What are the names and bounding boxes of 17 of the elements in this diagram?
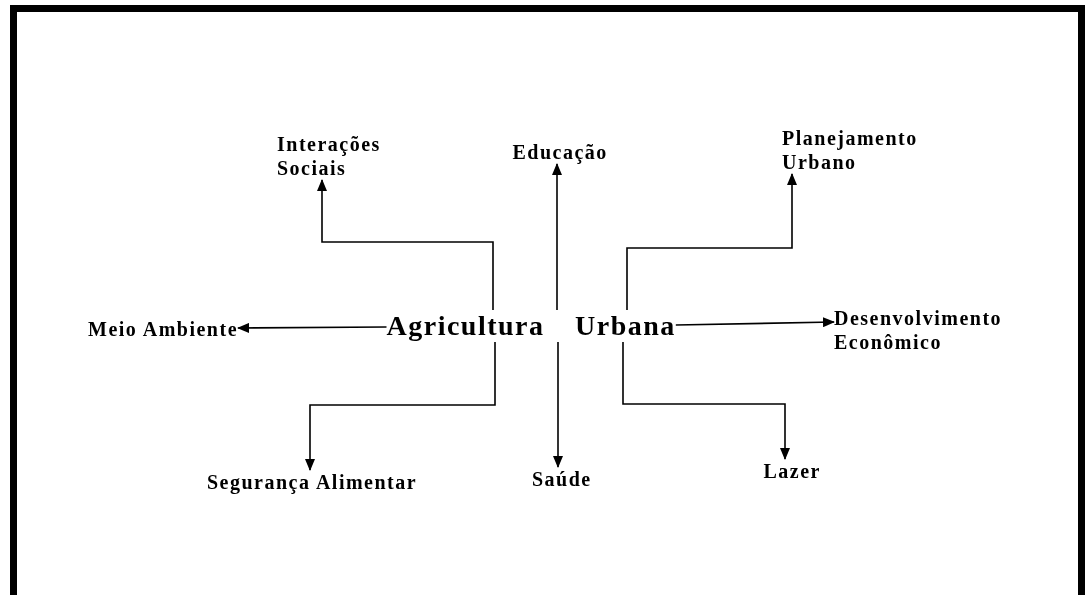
topic-label: Lazer xyxy=(763,459,821,483)
arrow xyxy=(675,317,835,328)
topic-label: Segurança Alimentar xyxy=(207,470,418,494)
topic-label: Meio Ambiente xyxy=(88,317,239,341)
arrow xyxy=(317,179,494,311)
topic-label: Saúde xyxy=(532,467,592,491)
topic-label: Interações Sociais xyxy=(277,132,382,180)
arrow xyxy=(622,341,790,460)
arrow xyxy=(552,163,562,311)
topic-label: Planejamento Urbano xyxy=(782,126,919,174)
arrow xyxy=(626,173,797,311)
arrow xyxy=(553,341,563,468)
arrow xyxy=(237,322,388,333)
topic-label: Desenvolvimento Econômico xyxy=(834,306,1004,354)
arrow xyxy=(305,341,496,471)
central-topic: Agricultura Urbana xyxy=(386,310,676,342)
topic-label: Educação xyxy=(512,140,608,164)
